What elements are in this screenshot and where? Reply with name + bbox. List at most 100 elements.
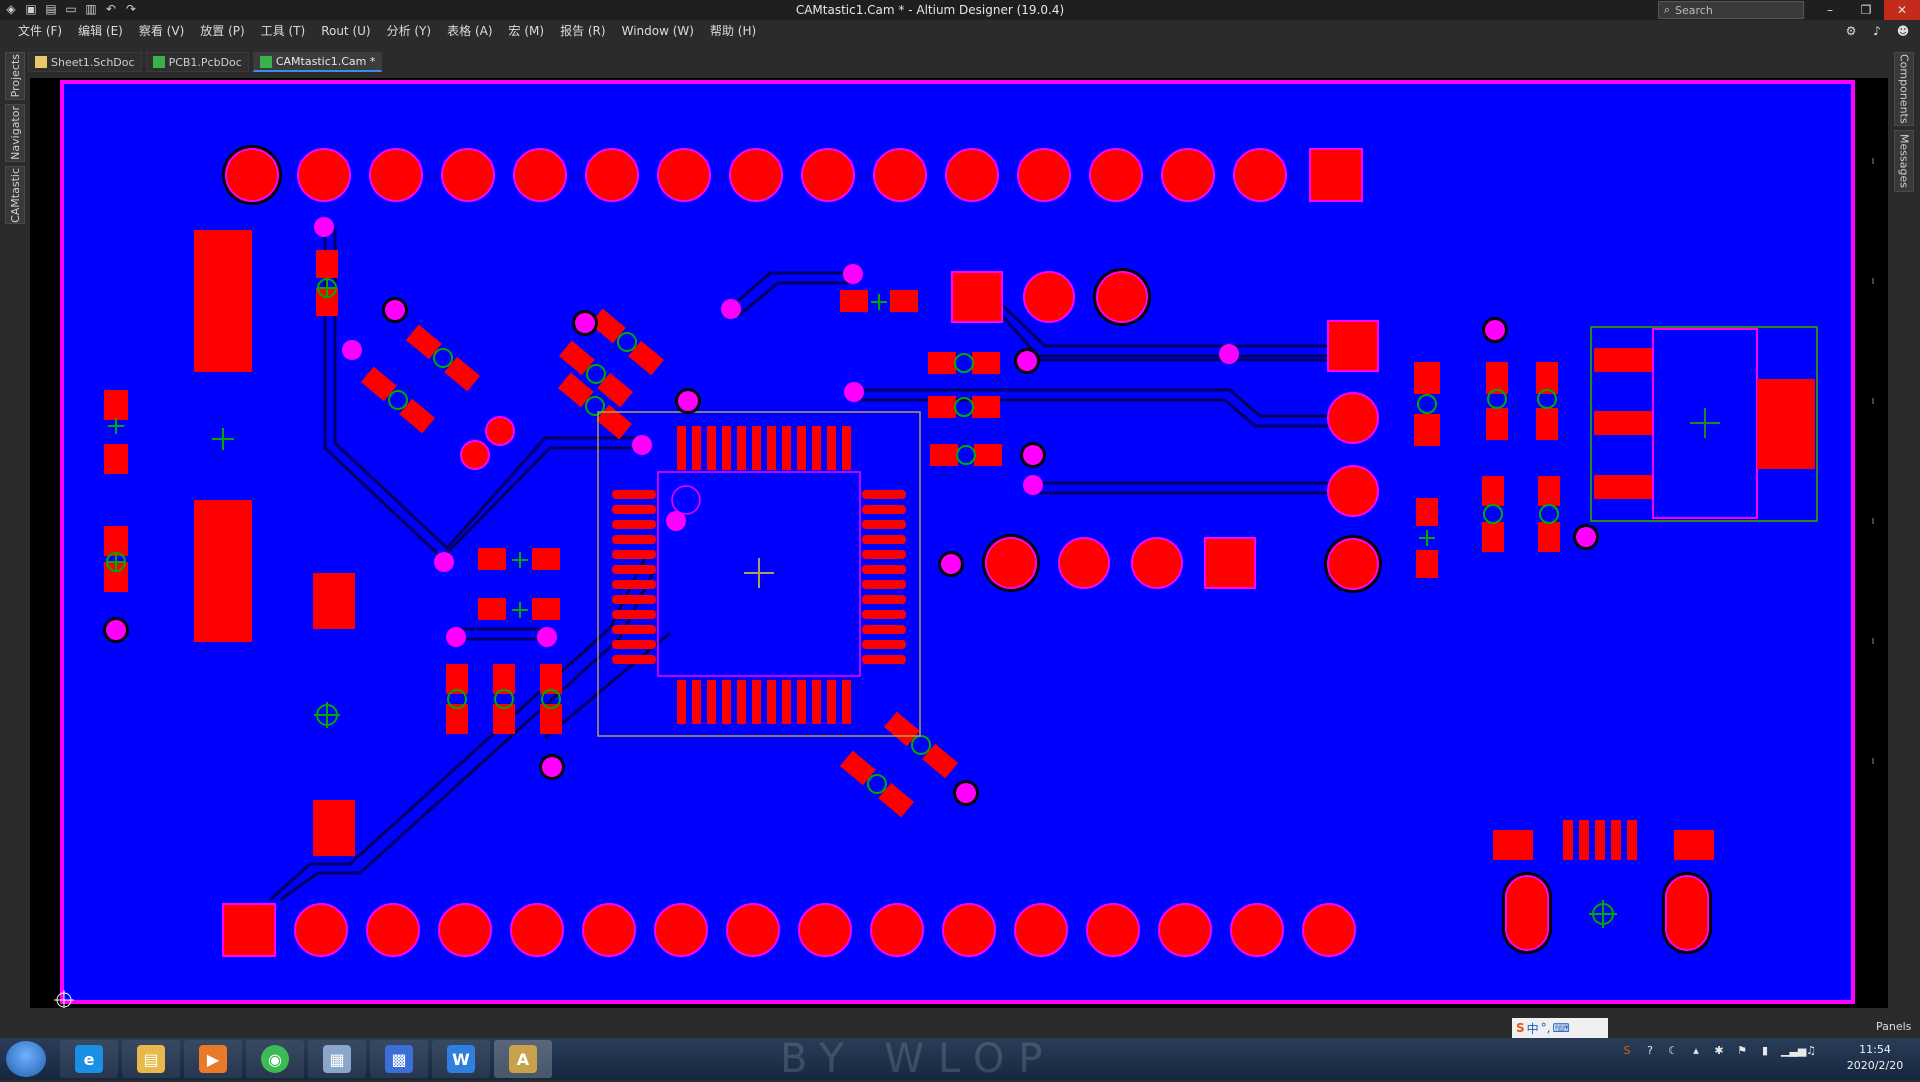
taskbar-explorer[interactable]: ▤ bbox=[122, 1040, 180, 1078]
menu-help[interactable]: 帮助 (H) bbox=[709, 24, 757, 38]
notification-icon[interactable]: ♪ bbox=[1873, 24, 1881, 38]
pad bbox=[873, 148, 927, 202]
track bbox=[856, 398, 1340, 428]
search-input[interactable]: ⌕ Search bbox=[1658, 1, 1804, 19]
menu-report[interactable]: 报告 (R) bbox=[560, 24, 606, 38]
pin bbox=[692, 680, 701, 724]
user-icon[interactable]: ☻ bbox=[1896, 24, 1910, 38]
gear-icon[interactable]: ⚙ bbox=[1845, 24, 1857, 38]
taskbar-altium[interactable]: A bbox=[494, 1040, 552, 1078]
panels-button[interactable]: Panels bbox=[1876, 1020, 1912, 1033]
pad-smd bbox=[1611, 820, 1621, 860]
pad-smd bbox=[316, 250, 338, 278]
menu-file[interactable]: 文件 (F) bbox=[18, 24, 63, 38]
clock[interactable]: 11:54 2020/2/20 bbox=[1840, 1042, 1910, 1074]
search-icon: ⌕ bbox=[1663, 3, 1671, 16]
punctuation-icon[interactable]: °, bbox=[1540, 1021, 1551, 1035]
pin bbox=[612, 550, 656, 559]
pad-smd bbox=[540, 704, 562, 734]
panel-tab-camtastic[interactable]: CAMtastic bbox=[5, 166, 25, 224]
pin bbox=[862, 565, 906, 574]
pad-smd bbox=[493, 664, 515, 694]
show-hidden-icons[interactable]: ▴ bbox=[1693, 1044, 1699, 1057]
pad bbox=[1131, 537, 1183, 589]
keyboard-icon[interactable]: ⌨ bbox=[1552, 1021, 1570, 1035]
save-all-icon[interactable]: ▤ bbox=[45, 2, 57, 16]
taskbar-wps[interactable]: W bbox=[432, 1040, 490, 1078]
redo-icon[interactable]: ↷ bbox=[125, 2, 137, 16]
pin bbox=[827, 426, 836, 470]
tab-pcb1-pcbdoc[interactable]: PCB1.PcbDoc bbox=[145, 52, 249, 72]
pad-smd bbox=[1482, 522, 1504, 552]
pin bbox=[692, 426, 701, 470]
menu-tools[interactable]: 工具 (T) bbox=[260, 24, 306, 38]
battery-icon[interactable]: ▮ bbox=[1761, 1044, 1769, 1057]
pad-smd bbox=[1416, 550, 1438, 578]
tray-app-icon[interactable]: ☾ bbox=[1668, 1044, 1678, 1057]
mcu-center-crosshair bbox=[744, 558, 774, 588]
taskbar-chrome[interactable]: ◉ bbox=[246, 1040, 304, 1078]
system-tray: S ? ☾ ▴ ✱ ⚑ ▮ ▁▃▅ ♫ bbox=[1620, 1044, 1818, 1058]
app-logo-icon[interactable]: ◈ bbox=[6, 2, 16, 16]
taskbar-calculator[interactable]: ▦ bbox=[308, 1040, 366, 1078]
via bbox=[1576, 527, 1596, 547]
sogou-icon[interactable]: S bbox=[1516, 1021, 1525, 1035]
start-button[interactable] bbox=[6, 1041, 46, 1077]
menu-route[interactable]: Rout (U) bbox=[321, 24, 371, 38]
header-top bbox=[222, 145, 1363, 205]
tab-sheet1-schdoc[interactable]: Sheet1.SchDoc bbox=[28, 52, 142, 72]
menu-view[interactable]: 察看 (V) bbox=[138, 24, 185, 38]
pin bbox=[612, 505, 656, 514]
taskbar-media-player[interactable]: ▶ bbox=[184, 1040, 242, 1078]
menu-window[interactable]: Window (W) bbox=[621, 24, 694, 38]
track bbox=[268, 557, 647, 902]
windows-taskbar: BY WLOP e ▤ ▶ ◉ ▦ ▩ W A S ? ☾ ▴ ✱ ⚑ ▮ ▁▃… bbox=[0, 1038, 1920, 1080]
pad bbox=[369, 148, 423, 202]
menu-place[interactable]: 放置 (P) bbox=[200, 24, 245, 38]
tab-camtastic1-cam[interactable]: CAMtastic1.Cam * bbox=[252, 52, 383, 72]
pad-smd bbox=[1563, 820, 1573, 860]
pad bbox=[870, 903, 924, 957]
menu-edit[interactable]: 编辑 (E) bbox=[78, 24, 123, 38]
panel-tab-messages[interactable]: Messages bbox=[1894, 130, 1914, 192]
undo-icon[interactable]: ↶ bbox=[105, 2, 117, 16]
pin bbox=[862, 610, 906, 619]
close-button[interactable]: ✕ bbox=[1884, 0, 1920, 20]
scroll-tick bbox=[1872, 758, 1874, 764]
altium-icon: A bbox=[509, 1045, 537, 1073]
right-panel-tabs: Components Messages bbox=[1894, 52, 1914, 196]
minimize-button[interactable]: – bbox=[1827, 3, 1833, 17]
taskbar-ie[interactable]: e bbox=[60, 1040, 118, 1078]
menu-table[interactable]: 表格 (A) bbox=[447, 24, 493, 38]
save-icon[interactable]: ▣ bbox=[25, 2, 37, 16]
bluetooth-icon[interactable]: ✱ bbox=[1714, 1044, 1724, 1057]
track bbox=[729, 271, 850, 310]
panel-tab-projects[interactable]: Projects bbox=[5, 52, 25, 100]
pad-smd bbox=[1482, 476, 1504, 506]
vertical-scrollbar[interactable] bbox=[1872, 158, 1874, 764]
help-icon[interactable]: ? bbox=[1647, 1044, 1653, 1057]
open-icon[interactable]: ▭ bbox=[65, 2, 77, 16]
panel-tab-components[interactable]: Components bbox=[1894, 52, 1914, 126]
pad-smd bbox=[1594, 411, 1652, 435]
network-signal-icon[interactable]: ▁▃▅ bbox=[1781, 1044, 1807, 1057]
menu-macro[interactable]: 宏 (M) bbox=[508, 24, 545, 38]
via bbox=[314, 217, 334, 237]
pad-oval bbox=[1505, 875, 1549, 951]
volume-icon[interactable]: ♫ bbox=[1806, 1044, 1816, 1057]
crosshair bbox=[106, 552, 126, 572]
maximize-button[interactable]: ❐ bbox=[1860, 3, 1872, 17]
print-icon[interactable]: ▥ bbox=[85, 2, 97, 16]
taskbar-network[interactable]: ▩ bbox=[370, 1040, 428, 1078]
menu-analysis[interactable]: 分析 (Y) bbox=[386, 24, 432, 38]
panel-tab-navigator[interactable]: Navigator bbox=[5, 104, 25, 162]
pcb-canvas[interactable] bbox=[30, 78, 1888, 1008]
sogou-tray-icon[interactable]: S bbox=[1623, 1044, 1631, 1057]
flag-icon[interactable]: ⚑ bbox=[1737, 1044, 1747, 1057]
ime-toolbar[interactable]: S 中 °, ⌨ bbox=[1512, 1018, 1608, 1038]
pad bbox=[1089, 148, 1143, 202]
left-panel-tabs: Projects Navigator CAMtastic bbox=[5, 52, 25, 228]
mid-connectors bbox=[951, 268, 1382, 593]
ime-mode[interactable]: 中 bbox=[1526, 1021, 1539, 1036]
via bbox=[721, 299, 741, 319]
